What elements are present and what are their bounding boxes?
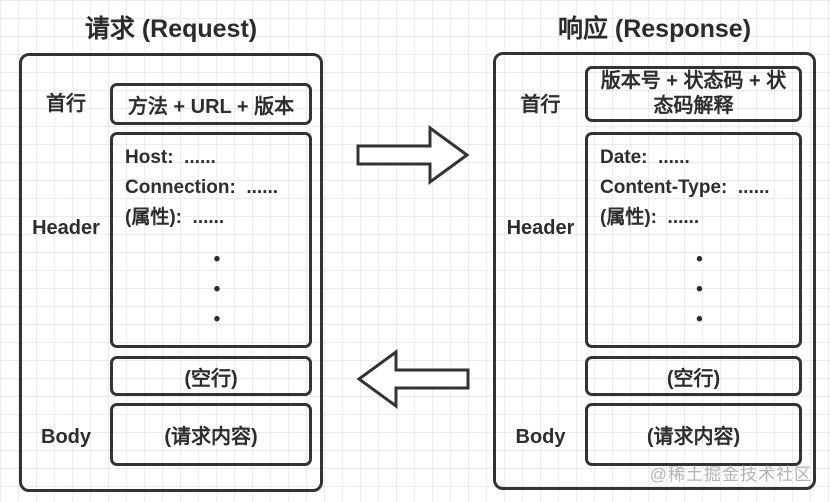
request-first-line-label: 首行: [46, 93, 86, 115]
response-body-label: Body: [515, 426, 566, 448]
request-blank-line-box: (空行): [110, 356, 312, 396]
request-header-line: (属性): ......: [125, 207, 225, 228]
request-panel: 首行 方法 + URL + 版本 Header Host: ...... Con…: [19, 53, 323, 492]
vertical-ellipsis: • • •: [125, 245, 309, 335]
ellipsis-dot: •: [696, 279, 703, 300]
response-header-label: Header: [506, 217, 575, 239]
request-header-line: Connection: ......: [125, 177, 279, 198]
ellipsis-dot: •: [696, 249, 703, 270]
request-title: 请求 (Request): [84, 15, 258, 43]
request-first-line-box: 方法 + URL + 版本: [110, 83, 312, 125]
response-blank-line-box: (空行): [585, 356, 802, 396]
response-header-line: (属性): ......: [600, 207, 700, 228]
response-first-line-box: 版本号 + 状态码 + 状 态码解释: [585, 66, 802, 122]
request-header-label: Header: [32, 217, 100, 239]
request-body-box: (请求内容): [110, 403, 312, 466]
arrow-right-icon: [356, 125, 470, 185]
response-first-line-label: 首行: [520, 94, 561, 116]
watermark: @稀土掘金技术社区: [649, 465, 812, 484]
request-header-box: Host: ...... Connection: ...... (属性): ..…: [110, 132, 312, 348]
response-header-box: Date: ...... Content-Type: ...... (属性): …: [585, 132, 802, 348]
response-panel: 首行 版本号 + 状态码 + 状 态码解释 Header Date: .....…: [493, 52, 816, 490]
ellipsis-dot: •: [696, 309, 703, 330]
response-body-box: (请求内容): [585, 403, 802, 466]
request-body-label: Body: [41, 426, 91, 448]
ellipsis-dot: •: [213, 249, 221, 270]
vertical-ellipsis: • • •: [600, 245, 799, 335]
response-header-line: Content-Type: ......: [600, 177, 770, 198]
response-header-line: Date: ......: [600, 147, 690, 168]
arrow-left-icon: [356, 349, 470, 409]
request-header-line: Host: ......: [125, 147, 216, 168]
ellipsis-dot: •: [213, 309, 221, 330]
ellipsis-dot: •: [213, 279, 221, 300]
response-title: 响应 (Response): [557, 15, 752, 43]
